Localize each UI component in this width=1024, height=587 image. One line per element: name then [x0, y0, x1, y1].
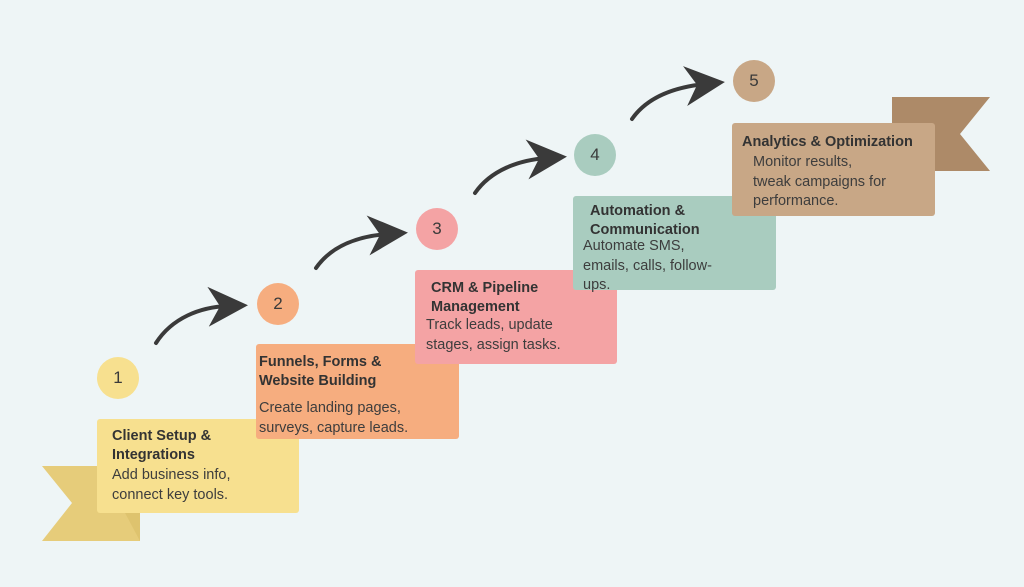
- arrow-1-to-2: [154, 286, 248, 345]
- step-4-description: Automate SMS, emails, calls, follow- ups…: [583, 238, 712, 293]
- step-1-description: Add business info, connect key tools.: [112, 467, 231, 503]
- arrow-2-to-3: [314, 215, 408, 270]
- step-2-number: 2: [257, 283, 299, 325]
- step-2-description: Create landing pages, surveys, capture l…: [259, 400, 409, 436]
- step-5-card: Analytics & Optimization Monitor results…: [732, 123, 935, 216]
- step-5-description: Monitor results, tweak campaigns for per…: [753, 154, 886, 209]
- step-3-number: 3: [416, 208, 458, 250]
- step-5-number: 5: [733, 60, 775, 102]
- step-1-number: 1: [97, 357, 139, 399]
- arrow-4-to-5: [630, 66, 725, 121]
- step-3-title: CRM & Pipeline Management: [431, 280, 539, 315]
- step-4-title: Automation & Communication: [590, 203, 700, 238]
- arrow-3-to-4: [473, 139, 567, 195]
- step-4-number: 4: [574, 134, 616, 176]
- step-2-title: Funnels, Forms & Website Building: [259, 354, 382, 389]
- step-3-description: Track leads, update stages, assign tasks…: [426, 317, 561, 353]
- step-5-title: Analytics & Optimization: [742, 134, 913, 150]
- step-1-title: Client Setup & Integrations: [112, 428, 212, 463]
